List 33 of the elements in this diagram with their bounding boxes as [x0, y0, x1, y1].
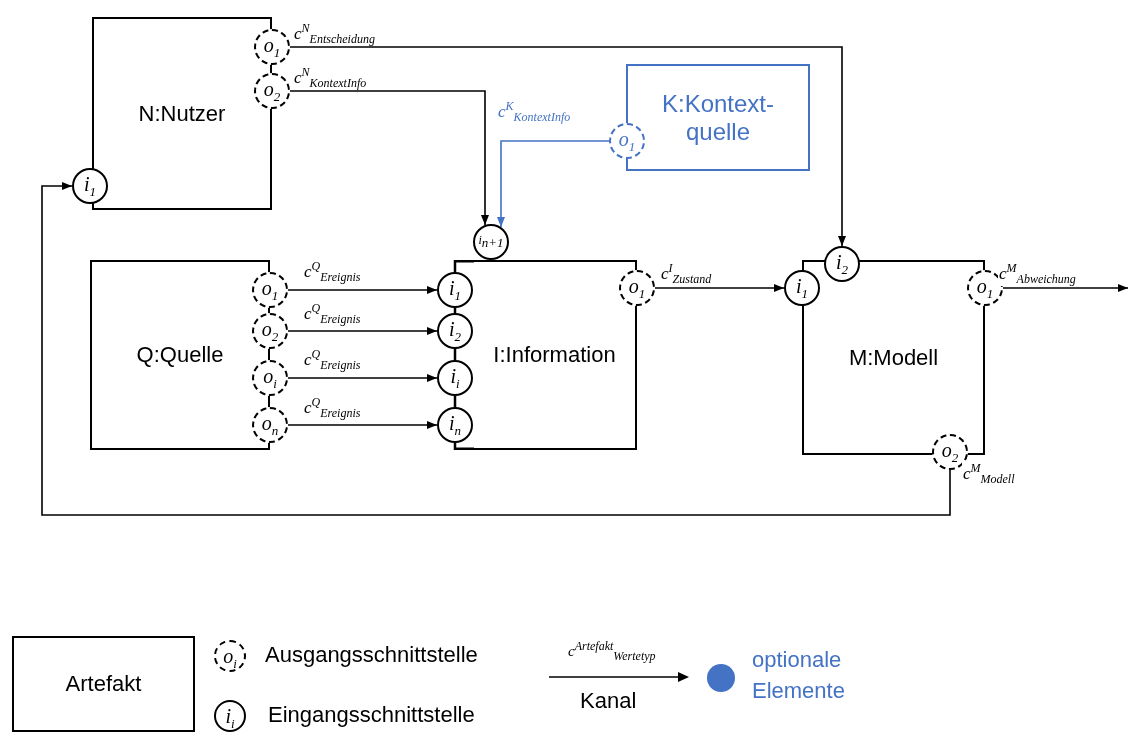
- input-port: i$_{1}$: [784, 270, 820, 306]
- input-port: i$_{1}$: [72, 168, 108, 204]
- arrow: [1002, 284, 1129, 292]
- legend-text: Kanal: [580, 688, 637, 714]
- arrow: [289, 90, 489, 226]
- output-port-symbol: o$_{i}$: [214, 640, 246, 672]
- legend-text: Eingangsschnittstelle: [268, 702, 475, 728]
- arrow: [287, 327, 438, 335]
- input-port: i$_{2}$: [437, 313, 473, 349]
- arrow: [654, 284, 785, 292]
- output-port: o$_{1}$: [619, 270, 655, 306]
- output-port: o$_{2}$: [254, 73, 290, 109]
- legend-text: optionale Elemente: [752, 646, 846, 705]
- input-port: i$_{i}$: [437, 360, 473, 396]
- output-port: o$_{n}$: [252, 407, 288, 443]
- component-box: Artefakt: [12, 636, 195, 732]
- input-port-symbol: i$_{i}$: [214, 700, 246, 732]
- arrow: [287, 374, 438, 382]
- input-port: i$_{n}$: [437, 407, 473, 443]
- arrow: [497, 140, 610, 228]
- arrow: [287, 421, 438, 429]
- output-port: o$_{1}$: [252, 272, 288, 308]
- output-port: o$_{1}$: [609, 123, 645, 159]
- output-port: o$_{1}$: [254, 29, 290, 65]
- output-port: o$_{2}$: [252, 313, 288, 349]
- arrow: [287, 286, 438, 294]
- arrow: [289, 46, 846, 247]
- input-port: i$_{1}$: [437, 272, 473, 308]
- output-port: o$_{2}$: [932, 434, 968, 470]
- output-port: o$_{i}$: [252, 360, 288, 396]
- input-port: i$_{2}$: [824, 246, 860, 282]
- arrow: [41, 182, 951, 516]
- legend-text: Ausgangsschnittstelle: [265, 642, 478, 668]
